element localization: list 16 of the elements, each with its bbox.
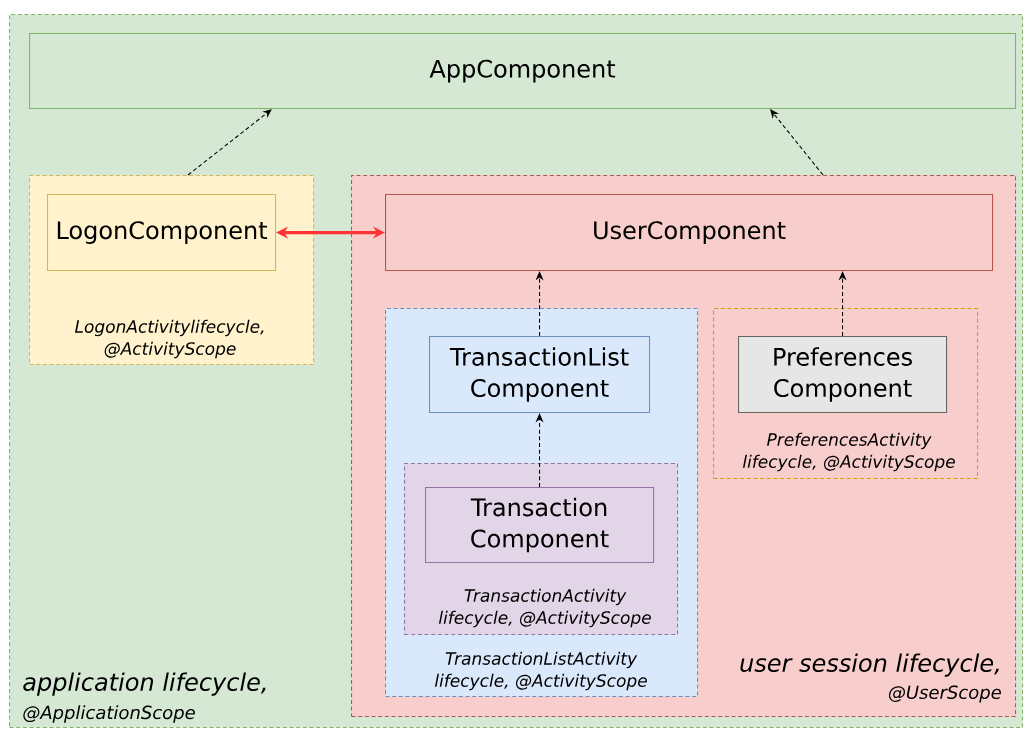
scope-label: PreferencesActivity lifecycle, @ActivityScope (742, 432, 955, 472)
scope-label: TransactionActivity lifecycle, @ActivityScope (438, 588, 651, 628)
scope-label: @ApplicationScope (23, 705, 195, 723)
scope-label: @UserScope (888, 685, 1001, 703)
scope-label: user session lifecycle, (740, 653, 999, 677)
scope-label: LogonActivitylifecycle, @ActivityScope (75, 319, 264, 359)
component-box: TransactionList Component (429, 336, 651, 414)
scope-label: TransactionListActivity lifecycle, @ActivityScope (434, 651, 647, 691)
arrow (770, 109, 824, 176)
component-box: UserComponent (385, 194, 994, 272)
component-box: AppComponent (29, 33, 1017, 110)
scope-label: application lifecycle, (23, 672, 266, 696)
component-box: Preferences Component (738, 336, 948, 414)
component-box: Transaction Component (425, 487, 655, 564)
arrow (187, 109, 272, 176)
component-box: LogonComponent (47, 194, 277, 272)
